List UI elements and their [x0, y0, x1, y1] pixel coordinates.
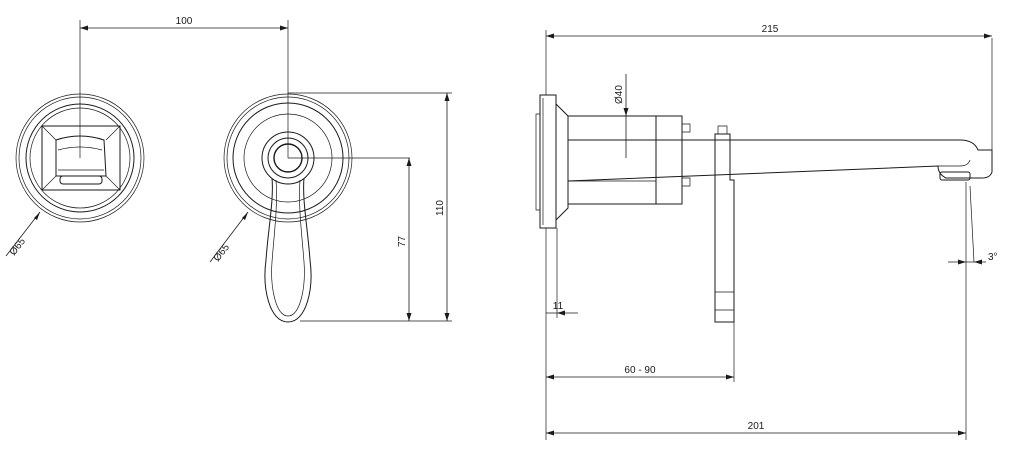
dim-dia-40: Ø40: [614, 74, 629, 158]
dim-dia-left: Ø65: [5, 211, 41, 258]
dim-77-label: 77: [397, 235, 408, 247]
dim-77: 77: [300, 158, 414, 322]
dim-dia-40-label: Ø40: [614, 85, 625, 104]
mixer-front-view: [223, 20, 410, 323]
dim-11: 11: [545, 228, 578, 440]
dim-201-label: 201: [748, 421, 765, 432]
dim-dia-right: Ø65: [209, 211, 249, 264]
dim-60-90-label: 60 - 90: [624, 365, 656, 376]
dim-201: 201: [546, 182, 967, 440]
dim-215: 215: [545, 24, 992, 95]
dim-110: 110: [288, 92, 452, 322]
left-cover-plate: [15, 20, 145, 223]
dim-angle-3-label: 3°: [988, 252, 998, 263]
dim-100-label: 100: [176, 16, 193, 27]
dim-60-90: 60 - 90: [546, 322, 735, 382]
dim-dia-right-label: Ø65: [212, 242, 233, 264]
dim-angle-3: 3°: [948, 185, 998, 265]
dim-110-label: 110: [435, 200, 446, 216]
dim-11-label: 11: [553, 301, 564, 312]
dim-100: 100: [80, 16, 288, 31]
mixer-side-view: [535, 38, 993, 323]
dim-dia-left-label: Ø65: [8, 236, 29, 258]
dim-215-label: 215: [762, 24, 779, 35]
